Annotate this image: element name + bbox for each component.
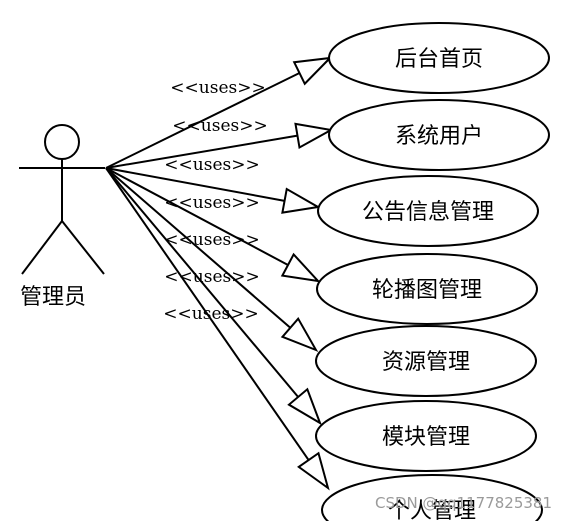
arrowhead [281, 187, 321, 214]
use-case-ellipse-7 [321, 474, 543, 521]
arrowhead [297, 451, 330, 491]
association-line [105, 167, 299, 398]
uses-label: <<uses>> [164, 267, 259, 287]
association-line [105, 167, 310, 461]
use-case-ellipse-4 [316, 253, 538, 325]
arrowhead [280, 316, 319, 352]
use-case-label: 后台首页 [395, 47, 483, 72]
use-case-ellipse-2 [328, 99, 550, 171]
uses-label: <<uses>> [164, 155, 259, 175]
use-case-label: 个人管理 [388, 499, 476, 521]
uses-label: <<uses>> [164, 230, 259, 250]
use-case-label: 资源管理 [382, 350, 470, 375]
association-line [105, 167, 291, 329]
uses-label: <<uses>> [172, 116, 267, 136]
use-case-ellipse-1 [328, 22, 550, 94]
arrowhead [280, 252, 321, 283]
uses-label: <<uses>> [163, 304, 258, 324]
use-case-label: 轮播图管理 [372, 278, 482, 303]
stereotype-labels: <<uses>> <<uses>> <<uses>> <<uses>> <<us… [163, 78, 267, 324]
actor-figure [19, 124, 105, 275]
arrowhead [294, 122, 334, 150]
actor-right-leg [61, 220, 105, 275]
uses-label: <<uses>> [164, 193, 259, 213]
use-case-ellipse-5 [315, 325, 537, 397]
arrowhead [292, 56, 333, 86]
use-case-labels: 后台首页 系统用户 公告信息管理 轮播图管理 资源管理 模块管理 个人管理 [362, 47, 494, 521]
use-case-ellipse-3 [317, 175, 539, 247]
use-case-ellipse-6 [315, 400, 537, 472]
actor-head [44, 124, 80, 160]
use-case-ellipses [315, 22, 550, 521]
associations [105, 56, 334, 491]
use-case-label: 系统用户 [395, 124, 483, 149]
association-line [105, 167, 285, 202]
association-line [105, 72, 300, 169]
use-case-label: 公告信息管理 [362, 200, 494, 225]
association-line [105, 134, 298, 169]
watermark: CSDN @qq1177825381 [375, 494, 552, 512]
actor-left-leg [21, 220, 63, 275]
association-line [105, 167, 289, 266]
actor-label: 管理员 [20, 285, 86, 310]
uses-label: <<uses>> [170, 78, 265, 98]
use-case-label: 模块管理 [382, 425, 470, 450]
arrowhead [287, 387, 322, 426]
